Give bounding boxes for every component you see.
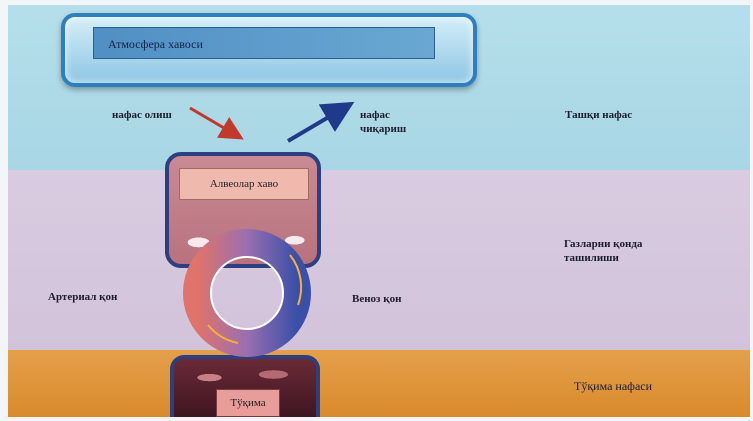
external-breathing-label: Ташқи нафас bbox=[565, 109, 633, 121]
exhale-arrow bbox=[286, 101, 355, 143]
atmosphere-label: Атмосфера хавоси bbox=[93, 27, 435, 59]
venous-blood-label: Веноз қон bbox=[352, 293, 402, 305]
atmosphere-box: Атмосфера хавоси bbox=[61, 13, 477, 87]
blood-circulation-ring bbox=[183, 229, 311, 357]
exhale-label: нафас чиқариш bbox=[360, 109, 407, 135]
gas-exchange-label: Газларни қонда ташилиши bbox=[564, 238, 643, 264]
inhale-arrow bbox=[189, 106, 244, 140]
tissue-label: Тўқима bbox=[216, 389, 280, 417]
gas-transport-zone bbox=[8, 170, 750, 350]
ring-inner-edge bbox=[210, 256, 284, 330]
diagram-frame: Атмосфера хавоси нафас олиш нафас чиқари… bbox=[8, 5, 750, 417]
alveolar-air-label: Алвеолар хаво bbox=[179, 168, 309, 200]
tissue-box: Тўқима bbox=[170, 355, 320, 417]
arterial-blood-label: Артериал қон bbox=[48, 291, 118, 303]
venous-flow-arrow bbox=[289, 254, 303, 306]
airflow-arrows bbox=[189, 101, 355, 143]
alveolus-box: Алвеолар хаво bbox=[165, 152, 321, 268]
blood-ring bbox=[183, 229, 311, 357]
arterial-flow-arrow bbox=[207, 324, 239, 344]
tissue-respiration-zone bbox=[8, 350, 750, 417]
inhale-label: нафас олиш bbox=[112, 109, 172, 121]
tissue-respiration-label: Тўқима нафаси bbox=[574, 379, 653, 393]
